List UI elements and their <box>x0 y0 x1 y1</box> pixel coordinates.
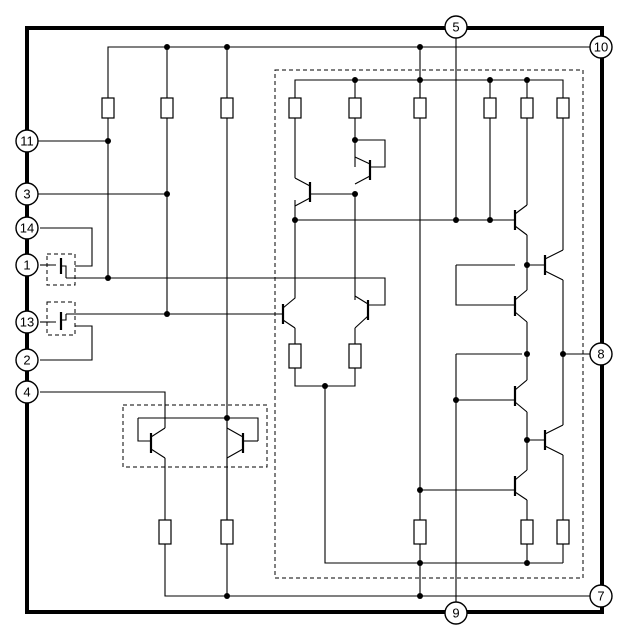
npn-transistor <box>543 249 564 281</box>
resistors <box>101 97 570 545</box>
resistor <box>556 519 570 545</box>
resistor <box>160 97 174 119</box>
resistor <box>413 519 427 545</box>
input-switch-1-block <box>46 253 76 286</box>
junctions <box>105 44 566 599</box>
svg-text:1: 1 <box>23 258 30 273</box>
svg-text:7: 7 <box>597 589 604 604</box>
svg-text:14: 14 <box>20 221 34 236</box>
npn-transistor <box>543 424 564 456</box>
resistor <box>556 97 570 119</box>
pin-7: 7 <box>589 584 613 608</box>
npn-transistor <box>281 286 296 329</box>
pin-4: 4 <box>15 380 39 404</box>
resistor <box>101 97 115 119</box>
resistor <box>520 97 534 119</box>
resistor <box>413 97 427 119</box>
pin-2: 2 <box>15 348 39 372</box>
resistor <box>483 97 497 119</box>
resistor <box>288 97 302 119</box>
current-mirror-block <box>122 404 268 468</box>
npn-transistor <box>226 427 245 459</box>
resistor <box>158 519 172 545</box>
pin-14: 14 <box>15 216 39 240</box>
input-switch-13-block <box>46 301 76 336</box>
npn-transistor <box>149 427 166 459</box>
svg-text:11: 11 <box>20 134 34 149</box>
pin-11: 11 <box>15 129 39 153</box>
output-stage-block <box>274 69 584 579</box>
npn-transistor <box>513 469 528 501</box>
resistor <box>520 519 534 545</box>
svg-text:10: 10 <box>594 40 608 55</box>
npn-transistor <box>513 204 528 236</box>
svg-text:13: 13 <box>20 315 34 330</box>
input-switch <box>50 258 67 278</box>
pin-3: 3 <box>15 182 39 206</box>
svg-text:5: 5 <box>452 20 459 35</box>
npn-transistor <box>294 177 312 207</box>
pin-1: 1 <box>15 253 39 277</box>
svg-text:8: 8 <box>597 347 604 362</box>
pin-13: 13 <box>15 310 39 334</box>
pin-9: 9 <box>444 601 468 625</box>
svg-text:4: 4 <box>23 385 30 400</box>
resistor <box>348 97 362 119</box>
pin-10: 10 <box>589 35 613 59</box>
pin-8: 8 <box>589 342 613 366</box>
wires <box>36 38 592 607</box>
svg-text:2: 2 <box>23 353 30 368</box>
transistors <box>50 156 564 501</box>
resistor <box>288 343 302 369</box>
npn-transistor <box>354 156 372 185</box>
npn-transistor <box>513 289 528 323</box>
npn-transistor <box>354 295 370 329</box>
npn-transistor <box>513 379 528 413</box>
svg-text:9: 9 <box>452 606 459 621</box>
resistor <box>348 343 362 369</box>
resistor <box>220 519 234 545</box>
resistor <box>220 97 234 119</box>
input-switch <box>50 312 67 330</box>
svg-text:3: 3 <box>23 187 30 202</box>
pin-5: 5 <box>444 15 468 39</box>
